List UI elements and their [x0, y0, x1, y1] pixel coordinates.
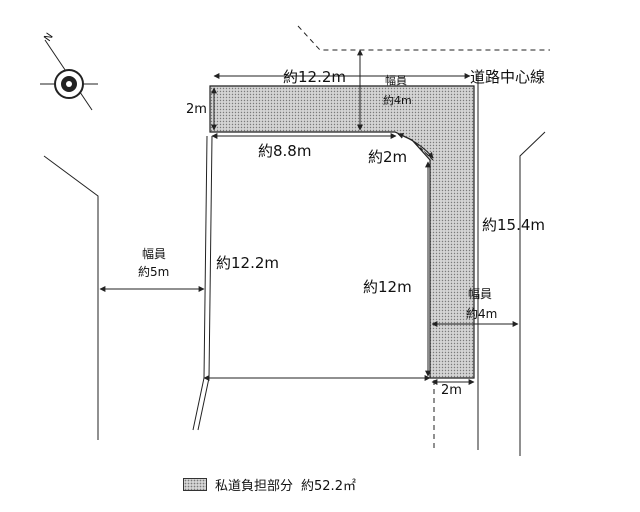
label-right-width-title: 幅員 — [468, 286, 492, 301]
label-top-length: 約12.2m — [283, 68, 346, 86]
dim-corner-cut — [397, 133, 434, 159]
legend-hatch-swatch — [183, 477, 207, 491]
label-top-width-value: 約4m — [383, 93, 412, 107]
label-left-width-value: 約5m — [138, 264, 169, 279]
label-top-width-title: 幅員 — [385, 74, 407, 87]
left-road-edge-outer — [192, 135, 208, 431]
label-bottom-depth: 2m — [441, 383, 462, 398]
compass-letter: N — [42, 31, 55, 43]
legend-value: 約52.2㎡ — [301, 478, 356, 494]
legend-label: 私道負担部分 — [215, 478, 294, 494]
label-left-width-title: 幅員 — [142, 246, 166, 261]
label-left-length: 約12.2m — [216, 254, 279, 272]
north-compass-icon: N — [40, 31, 98, 111]
label-right-width-value: 約4m — [466, 306, 497, 321]
private-road-area — [209, 85, 475, 379]
label-corner-cut: 約2m — [368, 148, 407, 166]
label-inner-right: 約12m — [363, 278, 412, 296]
left-neighbor-boundary — [43, 155, 99, 440]
road-center-line-top — [297, 25, 550, 51]
legend: 私道負担部分 約52.2㎡ — [183, 474, 356, 494]
label-inner-top: 約8.8m — [258, 142, 311, 160]
label-top-depth: 2m — [186, 102, 207, 117]
label-road-center-line: 道路中心線 — [470, 68, 545, 86]
right-neighbor-boundary — [519, 131, 546, 456]
label-right-length: 約15.4m — [482, 216, 545, 234]
